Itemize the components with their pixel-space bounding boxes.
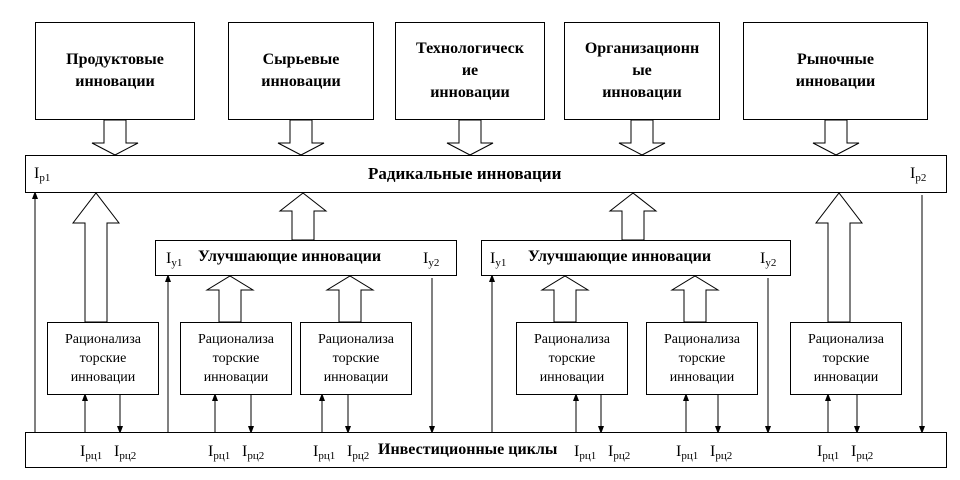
improving-1-right-index: Iу2 — [423, 250, 440, 269]
investment-cycles-label: Инвестиционные циклы — [378, 441, 558, 458]
rationalization-box-3: Рационализа торские инновации — [300, 322, 412, 395]
improving-innovations-label-2: Улучшающие инновации — [528, 248, 712, 265]
organizational-innovations-label: Организационн ые инновации — [584, 40, 700, 101]
investment-cycles-band — [25, 432, 947, 468]
rationalization-label-3: Рационализа торские инновации — [317, 332, 395, 385]
rationalization-1-to-radical-arrow — [71, 192, 121, 323]
improving-2-right-index: Iу2 — [760, 250, 777, 269]
market-to-radical-arrow — [812, 119, 860, 156]
investment-index-3a: Iрц1 — [313, 443, 336, 462]
rationalization-3-to-improving-arrow — [325, 275, 375, 323]
product-to-radical-arrow — [91, 119, 139, 156]
product-innovations-box: Продуктовые инновации — [35, 22, 195, 120]
improving-innovations-band-2 — [481, 240, 791, 276]
investment-index-1b: Iрц2 — [114, 443, 137, 462]
rationalization-label-1: Рационализа торские инновации — [64, 332, 142, 385]
radical-innovations-band — [25, 155, 947, 193]
line-arrows — [32, 191, 925, 434]
improving-1-left-index: Iу1 — [166, 250, 183, 269]
rationalization-4-to-improving-arrow — [540, 275, 590, 323]
rationalization-label-2: Рационализа торские инновации — [197, 332, 275, 385]
rationalization-label-5: Рационализа торские инновации — [663, 332, 741, 385]
improving-1-to-radical-arrow — [278, 192, 328, 241]
raw-material-innovations-label: Сырьевые инновации — [261, 51, 341, 90]
rationalization-box-4: Рационализа торские инновации — [516, 322, 628, 395]
investment-index-4a: Iрц1 — [574, 443, 597, 462]
investment-index-3b: Iрц2 — [347, 443, 370, 462]
organizational-to-radical-arrow — [618, 119, 666, 156]
rationalization-6-to-radical-arrow — [814, 192, 864, 323]
rationalization-box-1: Рационализа торские инновации — [47, 322, 159, 395]
organizational-innovations-box: Организационн ые инновации — [564, 22, 720, 120]
rationalization-2-to-improving-arrow — [205, 275, 255, 323]
market-innovations-box: Рыночные инновации — [743, 22, 928, 120]
investment-index-5b: Iрц2 — [710, 443, 733, 462]
improving-2-left-index: Iу1 — [490, 250, 507, 269]
radical-left-index: Iр1 — [34, 165, 51, 184]
product-innovations-label: Продуктовые инновации — [66, 51, 164, 90]
raw-material-to-radical-arrow — [277, 119, 325, 156]
improving-2-to-radical-arrow — [608, 192, 658, 241]
rationalization-box-5: Рационализа торские инновации — [646, 322, 758, 395]
improving-innovations-band-1 — [155, 240, 457, 276]
improving-innovations-label-1: Улучшающие инновации — [198, 248, 382, 265]
investment-index-2a: Iрц1 — [208, 443, 231, 462]
block-arrows — [71, 119, 864, 323]
investment-index-5a: Iрц1 — [676, 443, 699, 462]
radical-right-index: Iр2 — [910, 165, 927, 184]
technological-innovations-box: Технологическ ие инновации — [395, 22, 545, 120]
technological-to-radical-arrow — [446, 119, 494, 156]
raw-material-innovations-box: Сырьевые инновации — [228, 22, 374, 120]
rationalization-label-6: Рационализа торские инновации — [807, 332, 885, 385]
investment-index-6b: Iрц2 — [851, 443, 874, 462]
investment-index-6a: Iрц1 — [817, 443, 840, 462]
market-innovations-label: Рыночные инновации — [795, 51, 876, 90]
radical-innovations-label: Радикальные инновации — [368, 164, 562, 183]
rationalization-label-4: Рационализа торские инновации — [533, 332, 611, 385]
investment-index-1a: Iрц1 — [80, 443, 103, 462]
rationalization-5-to-improving-arrow — [670, 275, 720, 323]
technological-innovations-label: Технологическ ие инновации — [416, 40, 524, 101]
investment-index-4b: Iрц2 — [608, 443, 631, 462]
rationalization-box-2: Рационализа торские инновации — [180, 322, 292, 395]
investment-index-2b: Iрц2 — [242, 443, 265, 462]
rationalization-box-6: Рационализа торские инновации — [790, 322, 902, 395]
